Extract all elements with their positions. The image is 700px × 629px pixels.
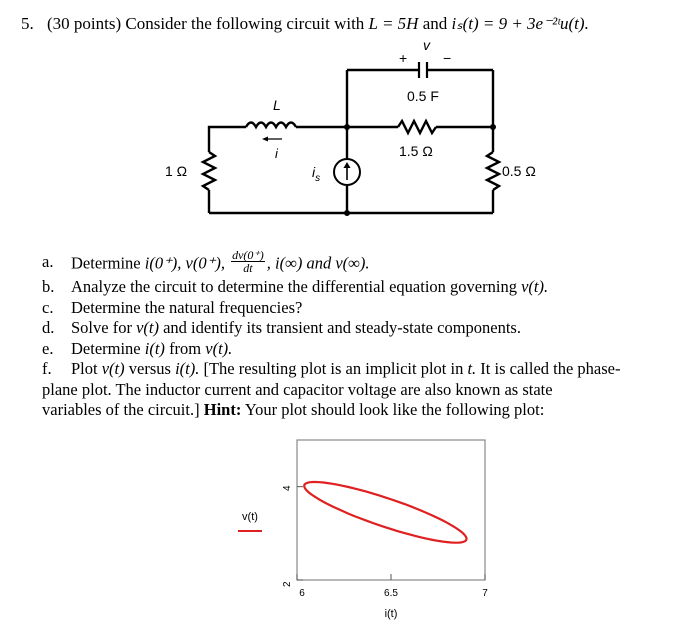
part-f: f. Plot v(t) versus i(t). [The resulting… [42,359,682,380]
x-tick-label: 7 [482,588,488,599]
node [490,124,496,130]
x-axis-label: i(t) [385,608,398,620]
part-label: e. [42,338,54,358]
problem-number: 5. [21,14,34,33]
part-math: i(t) [144,338,165,358]
problem-and: and [422,14,448,33]
part-text: variables of the circuit.] [42,400,200,419]
fraction-denominator: dt [243,261,253,275]
node [344,210,350,216]
part-text: It is called the phase- [480,359,621,378]
source-current-label: is [312,164,320,184]
voltage-minus: − [443,50,451,66]
resistor-left-value: 1 Ω [165,163,187,179]
part-label: c. [42,297,54,317]
current-source [333,158,361,186]
part-d: d. Solve for v(t) and identify its trans… [42,318,682,339]
inductor-label: L [273,97,281,113]
x-tick-label: 6 [299,588,305,599]
capacitor [417,62,429,78]
part-text: Determine [71,338,141,358]
part-math: v(t). [205,338,233,358]
voltage-plus: + [399,50,407,66]
hint-label: Hint: [203,400,242,419]
part-label: b. [42,277,55,296]
part-math: v(t) [101,359,125,378]
part-text: Determine [71,253,141,273]
resistor-1-5ohm [397,118,437,136]
part-text: [The resulting plot is an implicit plot … [203,359,464,378]
part-a: a. Determine i(0⁺), v(0⁺), dv(0⁺)dt, i(∞… [42,249,682,277]
part-text: and identify its transient and steady-st… [163,318,521,337]
part-math: , i(∞) and v(∞). [266,253,370,273]
source-expression: iₛ(t) = 9 + 3e⁻²ᵗu(t). [451,14,589,33]
inductor [244,121,298,130]
voltage-label: v [423,37,431,53]
parts-list: a. Determine i(0⁺), v(0⁺), dv(0⁺)dt, i(∞… [42,249,682,421]
part-text: Your plot should look like the following… [244,400,545,419]
part-c: c. Determine the natural frequencies? [42,298,682,319]
circuit-diagram: v + − 0.5 F 1.5 Ω 1 Ω 0.5 Ω L i is [165,37,536,216]
inductor-current-label: i [275,146,279,161]
x-tick-label: 6.5 [384,588,398,599]
fraction-numerator: dv(0⁺) [231,248,265,262]
part-math: i(t). [175,359,200,378]
part-math: i(0⁺), v(0⁺), [144,253,225,273]
part-label: f. [42,359,52,378]
part-text: Plot [71,359,98,378]
problem-statement: 5. (30 points) Consider the following cir… [21,14,589,34]
resistor-right-value: 0.5 Ω [502,163,536,179]
part-text: Determine the natural frequencies? [71,297,303,317]
part-math: v(t) [136,318,159,337]
y-tick-label: 2 [282,581,293,587]
y-tick-label: 4 [282,485,293,491]
part-label: a. [42,252,54,271]
part-text: Analyze the circuit to determine the dif… [71,277,517,296]
resistor-0-5ohm [484,151,502,191]
part-f-continuation: plane plot. The inductor current and cap… [42,379,553,399]
legend-label: v(t) [242,511,258,523]
capacitor-value: 0.5 F [407,88,439,104]
current-arrow-i [262,136,282,142]
part-text: from [169,338,202,358]
problem-text: (30 points) Consider the following circu… [47,14,365,33]
node [344,124,350,130]
part-label: d. [42,318,55,337]
part-f-continuation-2: variables of the circuit.] Hint: Your pl… [42,400,682,421]
part-e: e. Determine i(t) from v(t). [42,339,682,360]
series-v-curve [303,480,468,544]
inductance-expression: L = 5H [368,14,419,33]
part-b: b. Analyze the circuit to determine the … [42,277,682,298]
part-math: t. [467,359,477,378]
resistor-mid-value: 1.5 Ω [399,143,433,159]
part-text: versus [128,359,171,378]
part-math: v(t). [521,277,549,296]
derivative-fraction: dv(0⁺)dt [231,249,265,274]
resistor-1ohm [200,151,218,191]
plot-frame [296,439,486,581]
part-text: Solve for [71,318,132,337]
